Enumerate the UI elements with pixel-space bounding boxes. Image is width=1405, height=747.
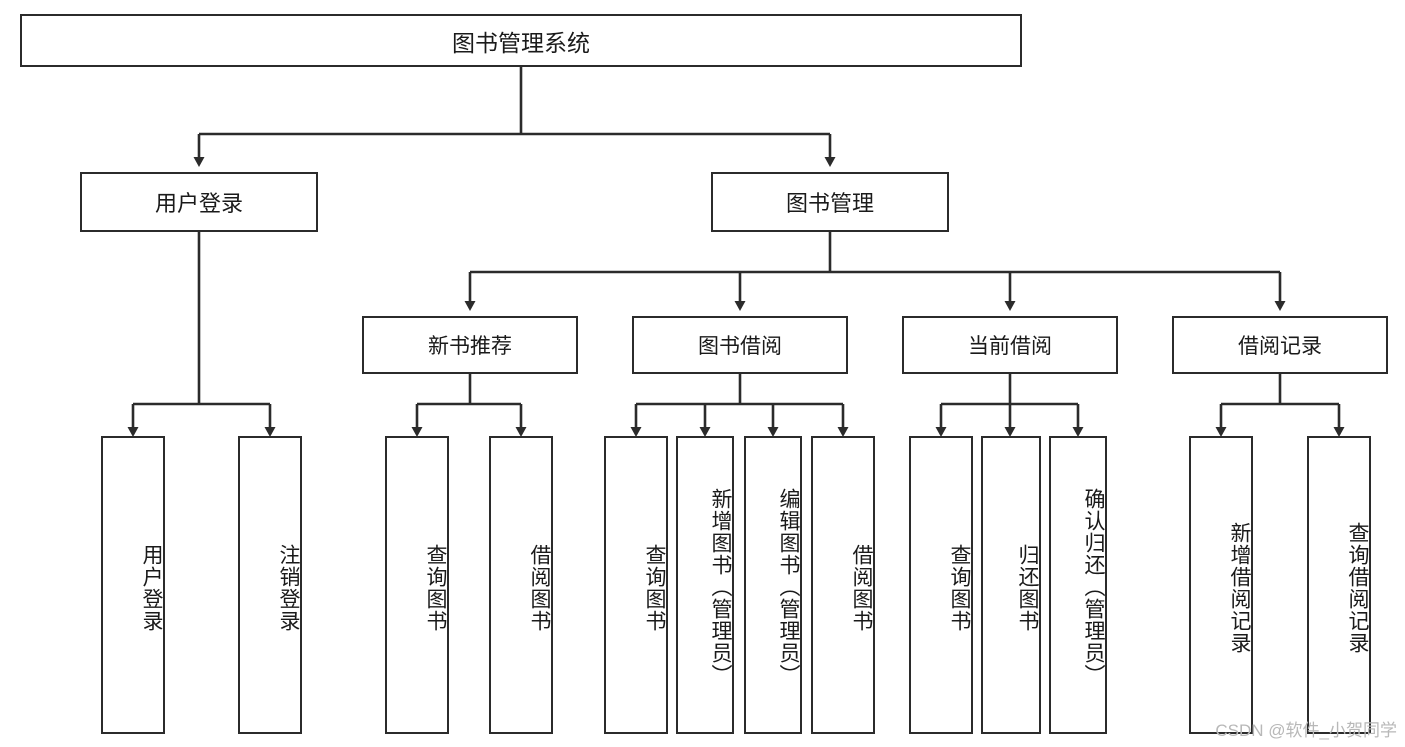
node-leaf-add-book[interactable]: 新增图书（管理员） — [676, 436, 734, 734]
node-leaf-query-book-3[interactable]: 查询图书 — [909, 436, 973, 734]
node-borrow-record[interactable]: 借阅记录 — [1172, 316, 1388, 374]
node-leaf-add-record[interactable]: 新增借阅记录 — [1189, 436, 1253, 734]
node-leaf-borrow-book-1-label: 借阅图书 — [528, 544, 551, 632]
node-new-book-rec-label: 新书推荐 — [428, 335, 512, 358]
node-leaf-confirm-return-label: 确认归还（管理员） — [1082, 488, 1105, 686]
node-leaf-logout[interactable]: 注销登录 — [238, 436, 302, 734]
node-leaf-query-book-2-label: 查询图书 — [643, 544, 666, 632]
node-borrow-record-label: 借阅记录 — [1238, 335, 1322, 358]
node-leaf-logout-label: 注销登录 — [277, 544, 300, 632]
node-leaf-query-book-1-label: 查询图书 — [424, 544, 447, 632]
node-leaf-query-book-1[interactable]: 查询图书 — [385, 436, 449, 734]
node-leaf-borrow-book-1[interactable]: 借阅图书 — [489, 436, 553, 734]
node-new-book-rec[interactable]: 新书推荐 — [362, 316, 578, 374]
node-current-borrow[interactable]: 当前借阅 — [902, 316, 1118, 374]
node-book-borrow-label: 图书借阅 — [698, 335, 782, 358]
node-leaf-query-book-2[interactable]: 查询图书 — [604, 436, 668, 734]
node-leaf-user-login-label: 用户登录 — [140, 544, 163, 632]
node-current-borrow-label: 当前借阅 — [968, 335, 1052, 358]
node-root[interactable]: 图书管理系统 — [20, 14, 1022, 67]
node-leaf-user-login[interactable]: 用户登录 — [101, 436, 165, 734]
node-leaf-query-record[interactable]: 查询借阅记录 — [1307, 436, 1371, 734]
node-user-login-label: 用户登录 — [154, 191, 243, 216]
node-root-label: 图书管理系统 — [452, 29, 590, 56]
node-book-manage-label: 图书管理 — [785, 191, 874, 216]
node-book-borrow[interactable]: 图书借阅 — [632, 316, 848, 374]
node-leaf-add-book-label: 新增图书（管理员） — [709, 488, 732, 686]
node-user-login[interactable]: 用户登录 — [80, 172, 318, 232]
node-leaf-edit-book-label: 编辑图书（管理员） — [777, 488, 800, 686]
node-leaf-return-book[interactable]: 归还图书 — [981, 436, 1041, 734]
node-leaf-query-record-label: 查询借阅记录 — [1346, 522, 1369, 654]
node-leaf-confirm-return[interactable]: 确认归还（管理员） — [1049, 436, 1107, 734]
node-leaf-return-book-label: 归还图书 — [1016, 544, 1039, 632]
node-leaf-borrow-book-2-label: 借阅图书 — [850, 544, 873, 632]
node-leaf-borrow-book-2[interactable]: 借阅图书 — [811, 436, 875, 734]
node-leaf-query-book-3-label: 查询图书 — [948, 544, 971, 632]
node-leaf-edit-book[interactable]: 编辑图书（管理员） — [744, 436, 802, 734]
csdn-watermark: CSDN @软件_小贺同学 — [1215, 721, 1397, 740]
node-book-manage[interactable]: 图书管理 — [711, 172, 949, 232]
node-leaf-add-record-label: 新增借阅记录 — [1228, 522, 1251, 654]
